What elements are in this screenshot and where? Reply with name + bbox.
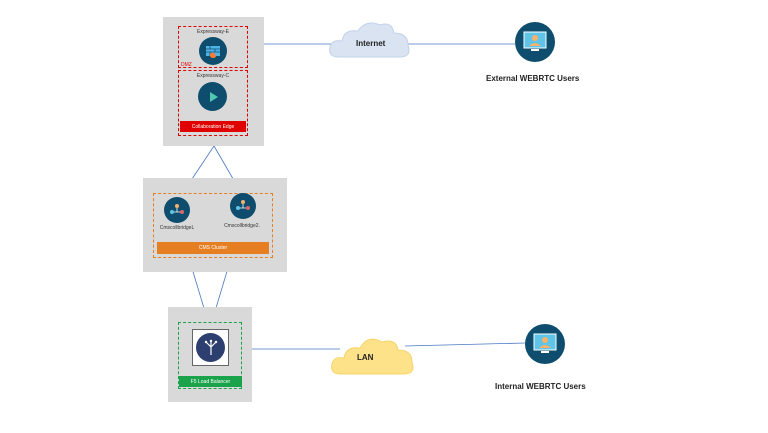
load-balancer-icon [196, 333, 225, 362]
external-users-label: External WEBRTC Users [486, 74, 580, 83]
play-icon [198, 82, 227, 111]
expressway-c-label: Expressway-C [196, 73, 230, 79]
people-network-icon [230, 193, 256, 219]
people-network-icon [164, 197, 190, 223]
collab-edge-banner: Collaboration Edge [180, 121, 246, 132]
expressway-e-label: Expressway-E [197, 29, 229, 35]
cms-node2-label: Cmscollbridge2. [224, 223, 260, 229]
dmz-zone [178, 26, 248, 68]
cms-cluster-zone [153, 193, 273, 258]
cms-node1-label: CmscollbridgeL [159, 225, 195, 231]
firewall-icon [199, 37, 227, 65]
webrtc-user-icon [525, 324, 565, 364]
webrtc-user-icon [515, 22, 555, 62]
lan-label: LAN [357, 353, 374, 362]
collab-edge-zone [178, 70, 248, 136]
internet-label: Internet [356, 39, 386, 48]
internet-cloud [328, 17, 412, 61]
lan-cloud [330, 332, 416, 376]
lb-banner: F5 Load Balancer [179, 376, 242, 387]
cms-cluster-banner: CMS Cluster [157, 242, 269, 254]
internal-users-label: Internal WEBRTC Users [495, 382, 586, 391]
link-lan-internal-user [404, 342, 526, 347]
lb-zone [178, 322, 242, 389]
dmz-label: DMZ [181, 62, 192, 68]
